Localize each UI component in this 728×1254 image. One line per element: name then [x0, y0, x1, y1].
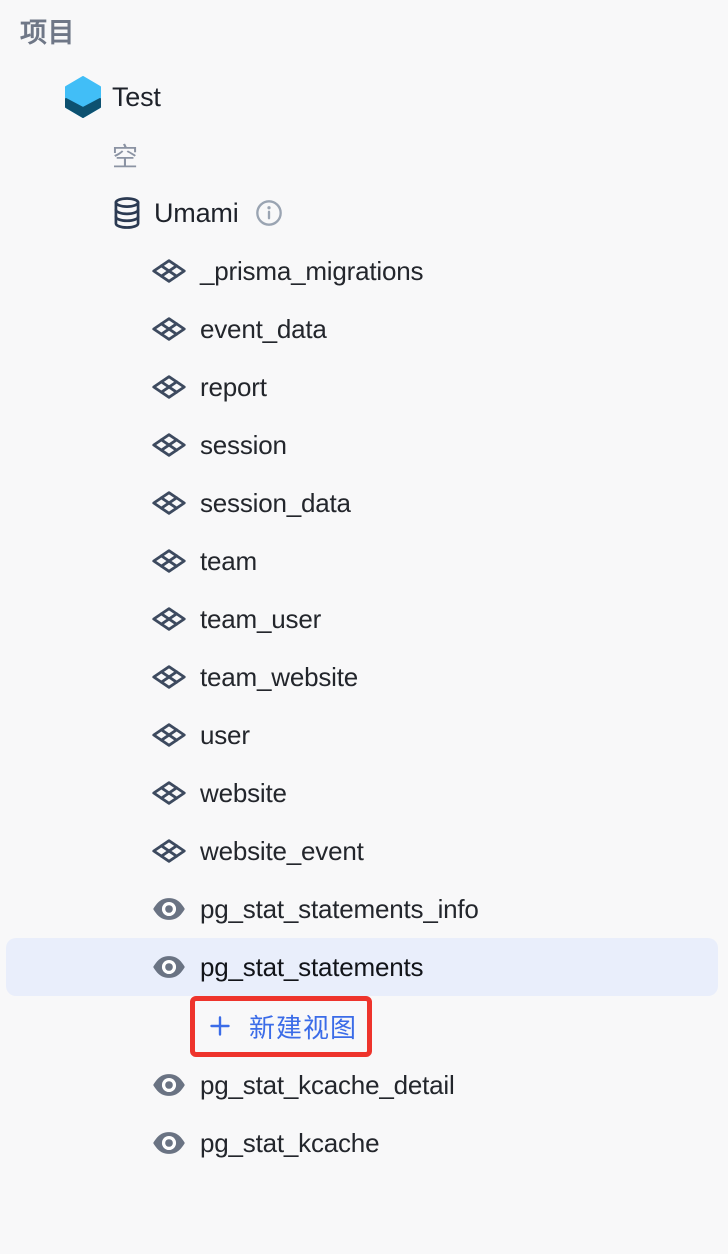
tree-item-database-umami[interactable]: Umami: [0, 184, 728, 242]
view-label: pg_stat_kcache: [200, 1127, 380, 1158]
table-label: team_website: [200, 661, 359, 692]
tree-item-view[interactable]: pg_stat_kcache: [0, 1114, 728, 1172]
tree-item-table[interactable]: team_user: [0, 590, 728, 648]
table-label: website_event: [200, 835, 364, 866]
table-diamond-icon: [152, 549, 186, 573]
view-label: pg_stat_kcache_detail: [200, 1069, 455, 1100]
table-label: report: [200, 371, 267, 402]
table-diamond-icon: [152, 723, 186, 747]
database-icon: [112, 197, 142, 229]
view-eye-icon: [152, 897, 186, 921]
view-eye-icon: [152, 955, 186, 979]
table-label: event_data: [200, 313, 327, 344]
tree-item-project-test[interactable]: Test: [0, 68, 728, 126]
table-label: website: [200, 777, 287, 808]
tree-item-table[interactable]: team_website: [0, 648, 728, 706]
annotation-highlight-box: 新建视图: [190, 995, 373, 1057]
table-label: user: [200, 719, 250, 750]
view-label: pg_stat_statements: [200, 951, 424, 982]
tree-item-table[interactable]: event_data: [0, 300, 728, 358]
view-eye-icon: [152, 1131, 186, 1155]
table-diamond-icon: [152, 665, 186, 689]
table-diamond-icon: [152, 607, 186, 631]
table-diamond-icon: [152, 317, 186, 341]
tree-item-table[interactable]: website: [0, 764, 728, 822]
table-label: session_data: [200, 487, 351, 518]
new-view-row: 新建视图: [0, 995, 728, 1057]
section-header-projects: 项目: [20, 18, 75, 48]
table-label: team: [200, 545, 258, 576]
tree-item-table[interactable]: website_event: [0, 822, 728, 880]
table-diamond-icon: [152, 839, 186, 863]
table-label: session: [200, 429, 287, 460]
project-label: Test: [112, 81, 161, 112]
tree-item-view-selected[interactable]: pg_stat_statements: [6, 938, 718, 996]
table-diamond-icon: [152, 491, 186, 515]
tree-item-table[interactable]: report: [0, 358, 728, 416]
tree-item-table[interactable]: user: [0, 706, 728, 764]
tree-item-view[interactable]: pg_stat_statements_info: [0, 880, 728, 938]
tree-item-table[interactable]: team: [0, 532, 728, 590]
info-icon[interactable]: [255, 199, 283, 227]
table-diamond-icon: [152, 433, 186, 457]
new-view-button[interactable]: 新建视图: [208, 1008, 357, 1045]
tree-item-table[interactable]: session: [0, 416, 728, 474]
tree-item-view[interactable]: pg_stat_kcache_detail: [0, 1056, 728, 1114]
plus-icon: [208, 1014, 232, 1038]
project-hexagon-icon: [64, 76, 102, 118]
new-view-button-label: 新建视图: [249, 1012, 358, 1043]
empty-label: 空: [112, 141, 138, 172]
table-label: team_user: [200, 603, 322, 634]
table-diamond-icon: [152, 259, 186, 283]
table-diamond-icon: [152, 781, 186, 805]
tree-item-empty: 空: [0, 126, 728, 184]
view-eye-icon: [152, 1073, 186, 1097]
table-label: _prisma_migrations: [200, 255, 424, 286]
tree-item-table[interactable]: session_data: [0, 474, 728, 532]
database-label: Umami: [154, 197, 239, 228]
tree-item-table[interactable]: _prisma_migrations: [0, 242, 728, 300]
view-label: pg_stat_statements_info: [200, 893, 479, 924]
table-diamond-icon: [152, 375, 186, 399]
